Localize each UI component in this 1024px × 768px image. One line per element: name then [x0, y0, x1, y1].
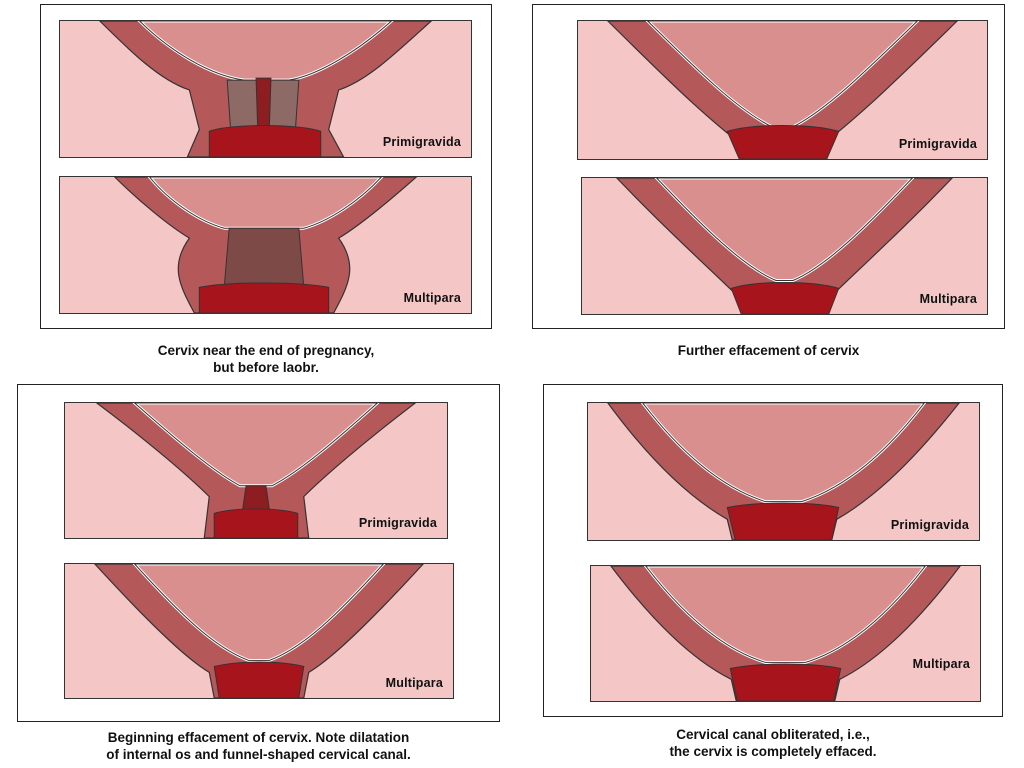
diagram-further-primigravida: Primigravida: [577, 20, 988, 160]
quadrant-further-effacement: Primigravida Multipara: [532, 4, 1005, 329]
caption-near-term-line1: Cervix near the end of pregnancy,: [157, 343, 375, 358]
label-multipara: Multipara: [912, 657, 970, 671]
caption-beginning-line2: of internal os and funnel-shaped cervica…: [106, 747, 411, 762]
caption-beginning-line1: Beginning effacement of cervix. Note dil…: [107, 730, 410, 745]
caption-complete-line1: Cervical canal obliterated, i.e.,: [676, 727, 870, 742]
diagram-beginning-primigravida: Primigravida: [64, 402, 448, 539]
diagram-near-term-primigravida: Primigravida: [59, 20, 472, 158]
diagram-complete-primigravida: Primigravida: [587, 402, 980, 541]
diagram-further-multipara: Multipara: [581, 177, 988, 315]
label-multipara: Multipara: [385, 676, 443, 690]
caption-near-term: Cervix near the end of pregnancy, but be…: [40, 342, 492, 376]
caption-further-line1: Further effacement of cervix: [677, 343, 860, 358]
caption-near-term-line2: but before laobr.: [213, 360, 319, 375]
label-primigravida: Primigravida: [890, 518, 969, 532]
label-primigravida: Primigravida: [358, 516, 437, 530]
caption-further-effacement: Further effacement of cervix: [532, 342, 1005, 359]
caption-beginning-effacement: Beginning effacement of cervix. Note dil…: [17, 729, 500, 763]
label-multipara: Multipara: [403, 291, 461, 305]
label-primigravida: Primigravida: [382, 135, 461, 149]
quadrant-complete-effacement: Primigravida Multipara: [543, 384, 1003, 717]
diagram-near-term-multipara: Multipara: [59, 176, 472, 314]
label-primigravida: Primigravida: [898, 137, 977, 151]
diagram-beginning-multipara: Multipara: [64, 563, 454, 699]
quadrant-beginning-effacement: Primigravida Multipara: [17, 384, 500, 722]
caption-complete-effacement: Cervical canal obliterated, i.e., the ce…: [543, 726, 1003, 760]
label-multipara: Multipara: [919, 292, 977, 306]
caption-complete-line2: the cervix is completely effaced.: [669, 744, 877, 759]
diagram-complete-multipara: Multipara: [590, 565, 981, 702]
quadrant-near-term: Primigravida Multipara: [40, 4, 492, 329]
